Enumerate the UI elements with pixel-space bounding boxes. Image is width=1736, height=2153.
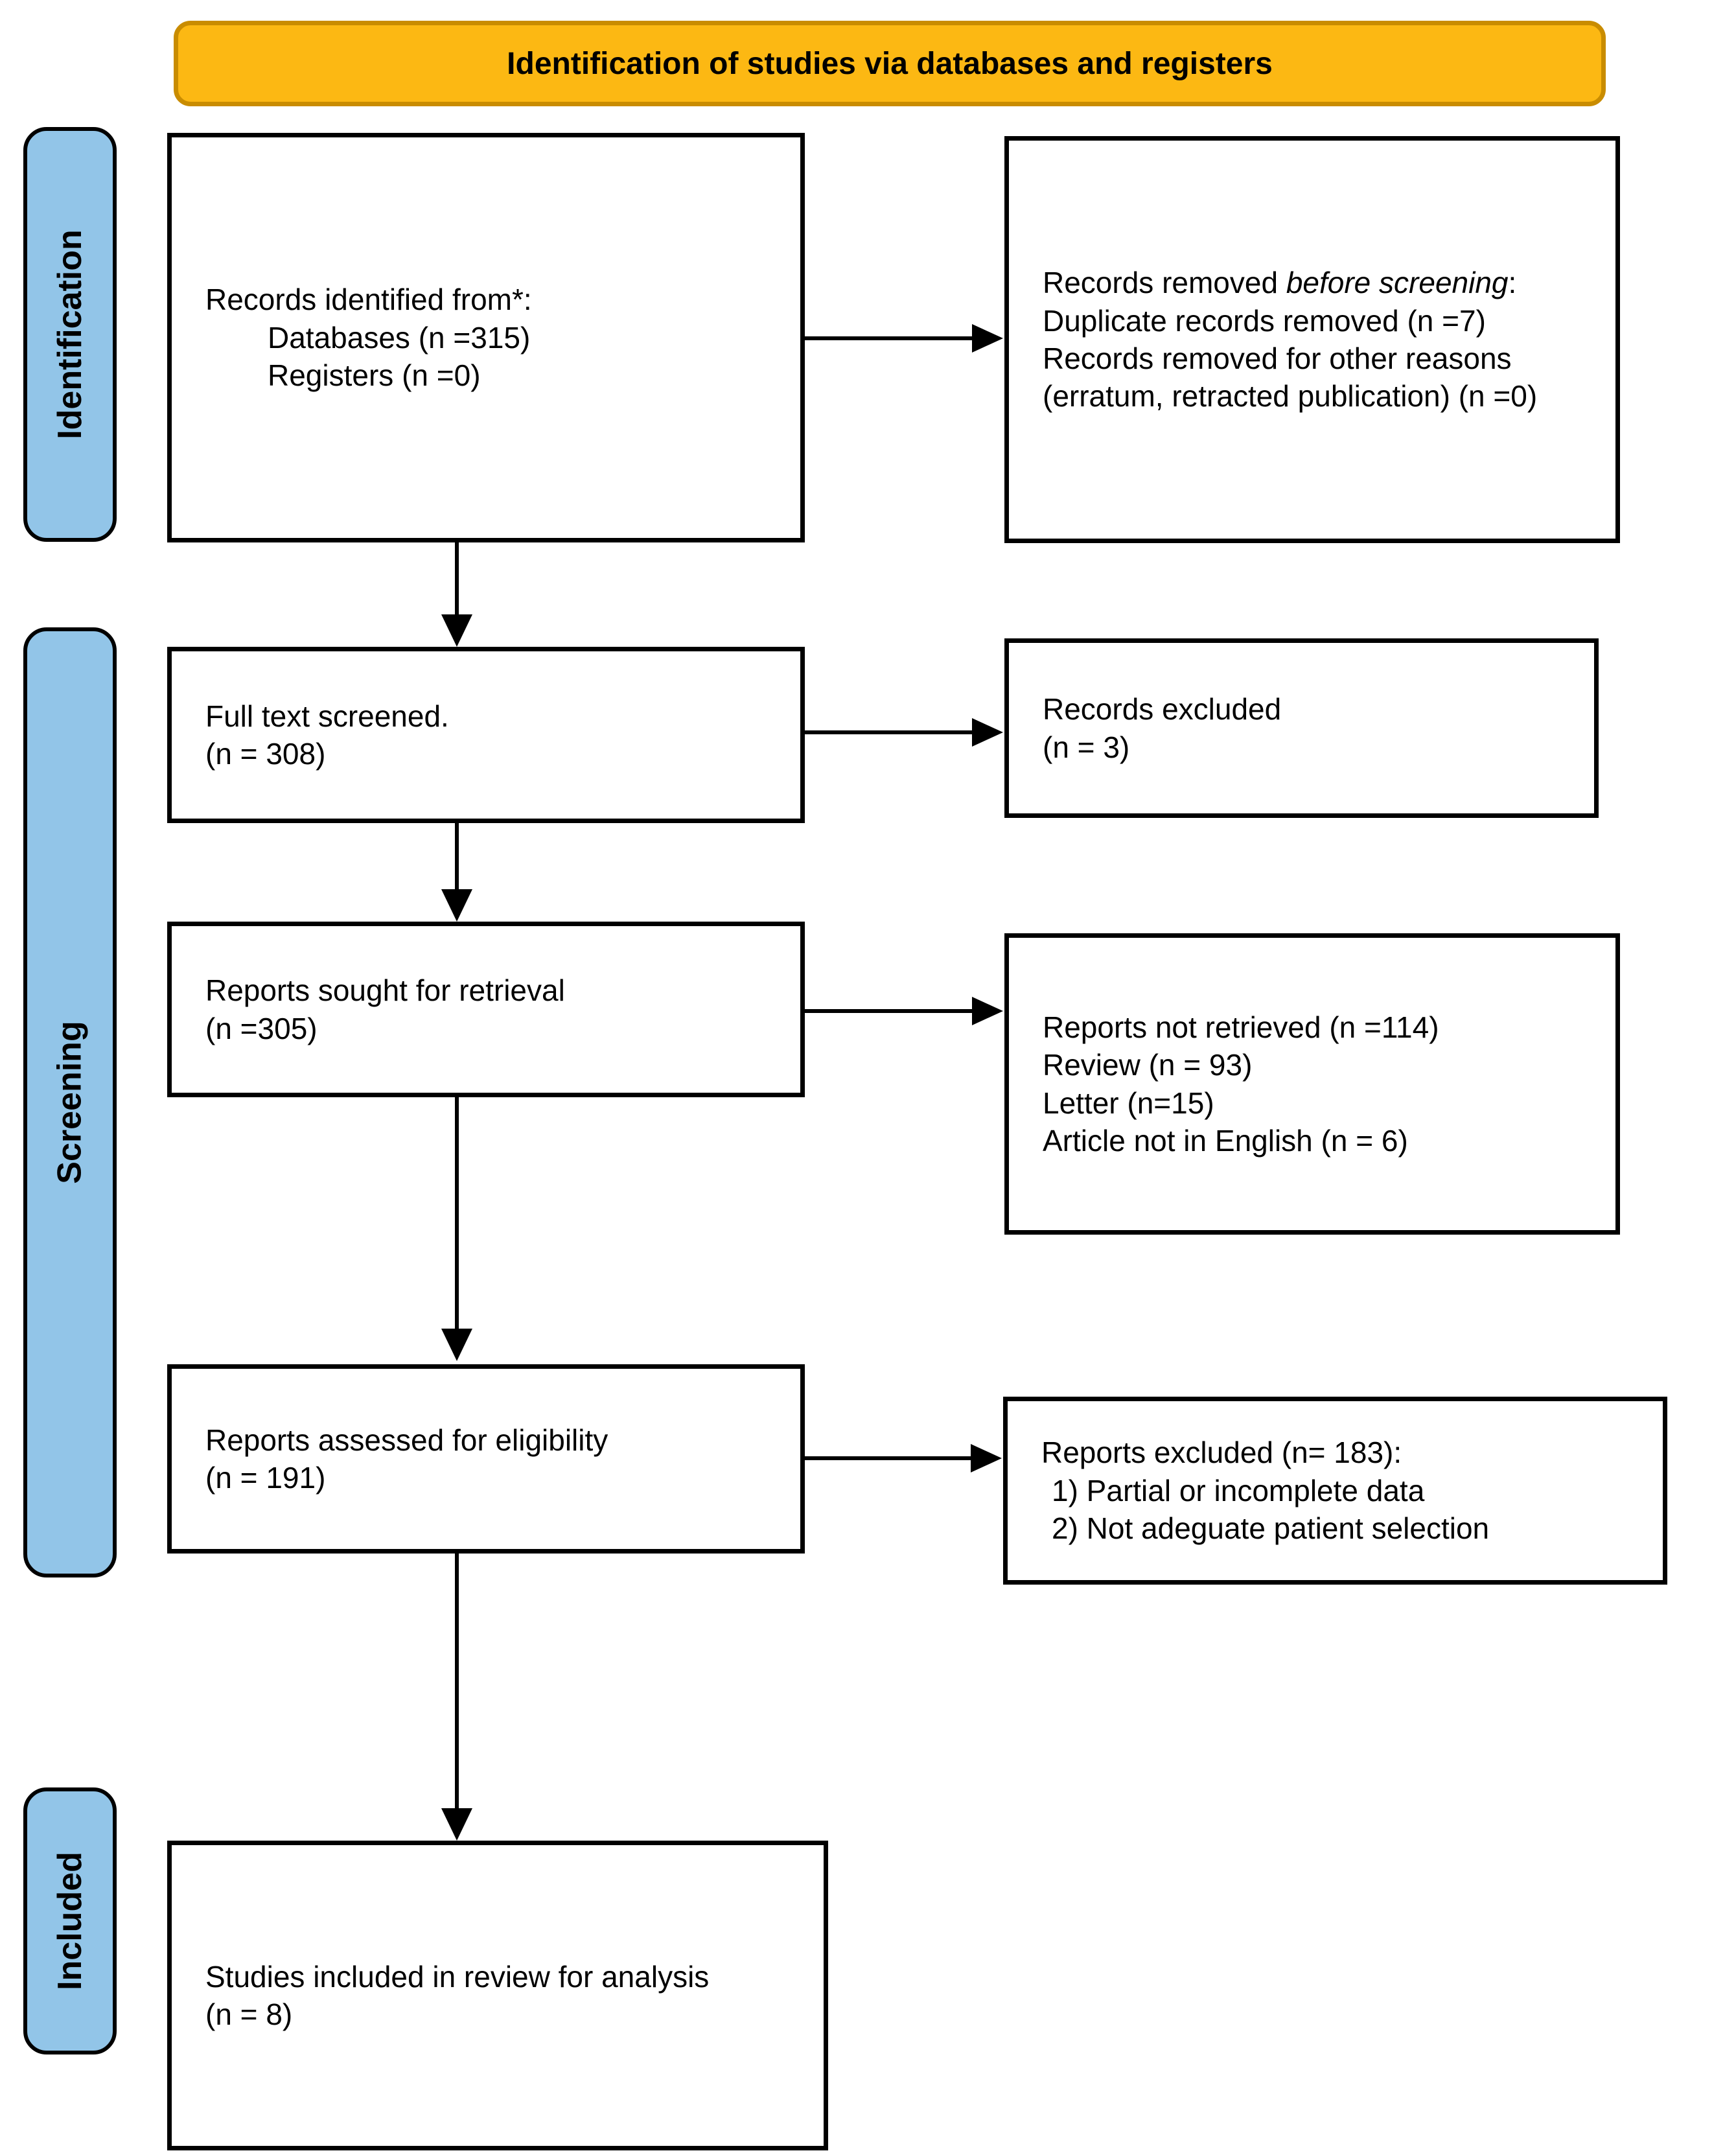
- records-excluded-line: Records excluded: [1043, 692, 1282, 727]
- arrow-assessed-to-excluded-head: [971, 1444, 1002, 1472]
- full-text-screened-count: (n = 308): [205, 737, 326, 771]
- full-text-screened-line: Full text screened.: [205, 699, 449, 733]
- arrow-identified-to-screened-head: [441, 614, 472, 647]
- records-removed-heading: Records removed before screening:: [1043, 264, 1596, 301]
- box-studies-included: Studies included in review for analysis …: [167, 1841, 828, 2150]
- arrow-assessed-to-excluded-line: [805, 1456, 971, 1460]
- records-removed-duplicates: Duplicate records removed (n =7): [1043, 303, 1486, 338]
- reports-assessed-count: (n = 191): [205, 1461, 326, 1495]
- records-removed-prefix: Records removed: [1043, 266, 1286, 300]
- reports-excluded-heading: Reports excluded (n= 183):: [1041, 1436, 1402, 1470]
- records-identified-line: Records identified from*:: [205, 283, 532, 317]
- arrow-identified-to-removed-head: [972, 324, 1003, 353]
- box-records-removed: Records removed before screening: Duplic…: [1004, 136, 1620, 543]
- stage-bar-included-label: Included: [51, 1852, 89, 1990]
- reports-sought-count: (n =305): [205, 1011, 318, 1045]
- stage-bar-identification-label: Identification: [51, 229, 89, 439]
- reports-not-retrieved-english: Article not in English (n = 6): [1043, 1123, 1408, 1158]
- reports-not-retrieved-line: Reports not retrieved (n =114): [1043, 1010, 1439, 1044]
- arrow-screened-to-excluded-head: [972, 718, 1003, 747]
- arrow-identified-to-removed-line: [805, 336, 972, 340]
- stage-bar-screening: Screening: [23, 627, 117, 1577]
- reports-excluded-reason-2: 2) Not adeguate patient selection: [1052, 1511, 1490, 1546]
- arrow-sought-to-not-retrieved-line: [805, 1009, 972, 1013]
- box-reports-sought: Reports sought for retrieval (n =305): [167, 922, 805, 1097]
- box-reports-not-retrieved: Reports not retrieved (n =114) Review (n…: [1004, 933, 1620, 1235]
- box-records-identified: Records identified from*: Databases (n =…: [167, 133, 805, 542]
- studies-included-count: (n = 8): [205, 1997, 293, 2031]
- arrow-screened-to-sought-head: [441, 889, 472, 922]
- studies-included-line: Studies included in review for analysis: [205, 1959, 710, 1994]
- records-removed-emphasis: before screening: [1286, 266, 1509, 300]
- stage-bar-screening-label: Screening: [51, 1021, 89, 1184]
- arrow-assessed-to-included-head: [441, 1808, 472, 1841]
- arrow-sought-to-assessed-head: [441, 1329, 472, 1361]
- reports-excluded-reason-1: 1) Partial or incomplete data: [1052, 1473, 1425, 1507]
- arrow-screened-to-sought-line: [455, 823, 459, 889]
- arrow-screened-to-excluded-line: [805, 730, 972, 734]
- box-reports-assessed: Reports assessed for eligibility (n = 19…: [167, 1364, 805, 1554]
- stage-bar-included: Included: [23, 1787, 117, 2054]
- box-full-text-screened: Full text screened. (n = 308): [167, 647, 805, 823]
- reports-sought-line: Reports sought for retrieval: [205, 973, 565, 1008]
- box-records-excluded: Records excluded (n = 3): [1004, 638, 1599, 818]
- records-identified-registers: Registers (n =0): [268, 358, 481, 393]
- box-reports-excluded: Reports excluded (n= 183): 1) Partial or…: [1003, 1397, 1667, 1585]
- records-identified-databases: Databases (n =315): [268, 320, 531, 355]
- title-banner-label: Identification of studies via databases …: [507, 46, 1273, 81]
- arrow-sought-to-assessed-line: [455, 1097, 459, 1329]
- reports-assessed-line: Reports assessed for eligibility: [205, 1423, 608, 1457]
- records-removed-suffix: :: [1508, 266, 1517, 300]
- title-banner: Identification of studies via databases …: [174, 21, 1606, 106]
- arrow-identified-to-screened-line: [455, 542, 459, 614]
- stage-bar-identification: Identification: [23, 127, 117, 542]
- records-removed-other-reasons: Records removed for other reasons (errat…: [1043, 342, 1538, 413]
- reports-not-retrieved-review: Review (n = 93): [1043, 1048, 1253, 1082]
- arrow-assessed-to-included-line: [455, 1554, 459, 1808]
- reports-not-retrieved-letter: Letter (n=15): [1043, 1086, 1214, 1120]
- arrow-sought-to-not-retrieved-head: [972, 997, 1003, 1025]
- records-excluded-count: (n = 3): [1043, 730, 1130, 764]
